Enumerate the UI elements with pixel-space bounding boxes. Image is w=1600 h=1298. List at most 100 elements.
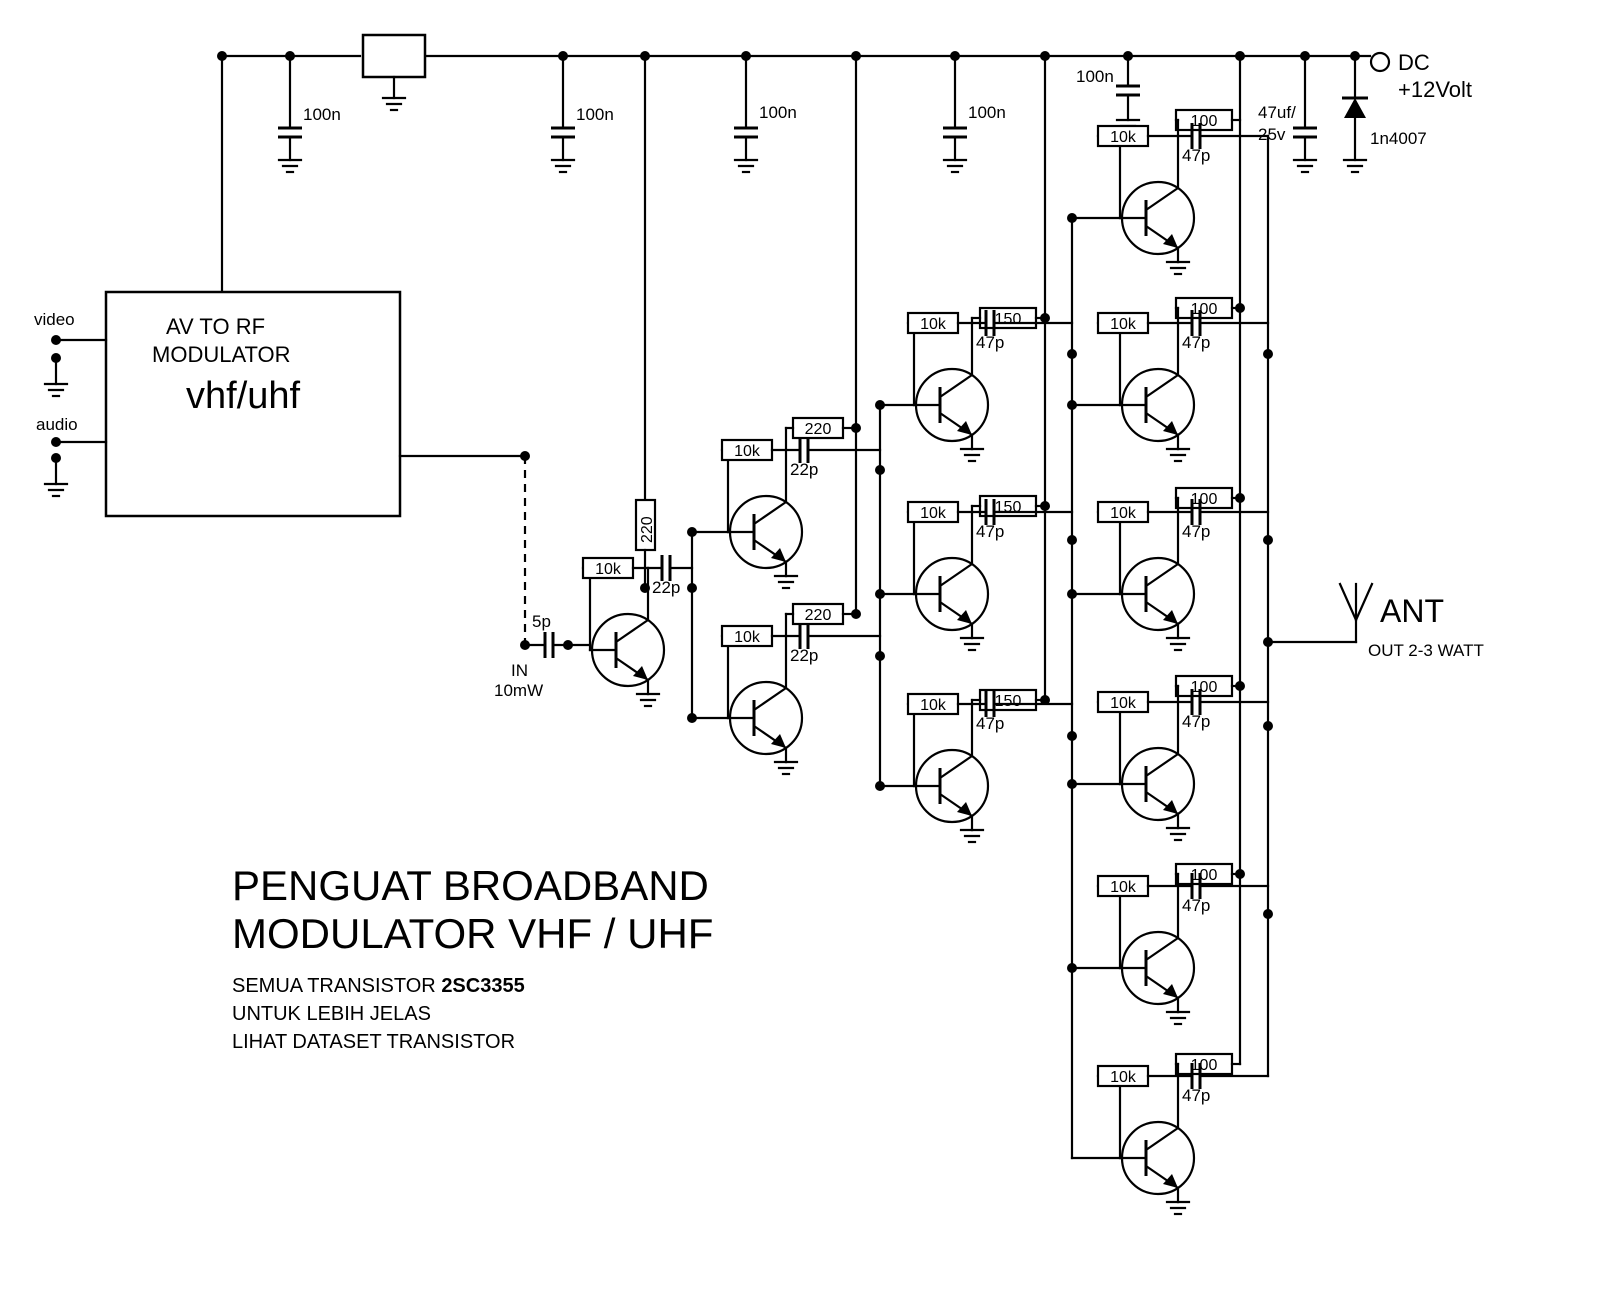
input-power: 10mW	[494, 681, 543, 700]
collector-resistor-150: 150	[978, 306, 1038, 330]
junction-dot	[1123, 51, 1133, 61]
emitter-arrow	[1163, 421, 1178, 435]
resistor-value: 10k	[1110, 879, 1137, 896]
feedback-resistor-10k: 10k	[1096, 311, 1150, 335]
stage-4-transistor-2: 10k 47p	[1096, 310, 1210, 463]
audio-input: audio	[36, 415, 108, 498]
junction-dot	[851, 423, 861, 433]
resistor-value: 220	[805, 421, 832, 438]
coupling-cap-value: 22p	[790, 646, 818, 665]
resistor-value: 10k	[595, 561, 622, 578]
coupling-cap-value: 47p	[1182, 712, 1210, 731]
junction-dot	[851, 609, 861, 619]
collector-resistor-220: 220	[791, 416, 845, 440]
feedback-resistor-10k: 10k	[1096, 874, 1150, 898]
resistor-value: 150	[995, 693, 1022, 710]
collector-resistor-150: 150	[978, 688, 1038, 712]
junction-dot	[51, 335, 61, 345]
decoupling-cap-4: 100n	[942, 54, 1006, 174]
emitter-arrow	[771, 734, 786, 748]
collector-resistor-220: 220	[791, 602, 845, 626]
resistor-value: 100	[1191, 867, 1218, 884]
resistor-value: 10k	[734, 629, 761, 646]
junction-dot	[1235, 681, 1245, 691]
emitter-arrow	[1163, 610, 1178, 624]
coupling-cap-value: 47p	[1182, 333, 1210, 352]
resistor-value: 150	[995, 311, 1022, 328]
junction-dot	[741, 51, 751, 61]
coupling-cap-value: 22p	[790, 460, 818, 479]
collector-resistor-100: 100	[1174, 674, 1234, 698]
resistor-value: 10k	[920, 505, 947, 522]
emitter-arrow	[633, 666, 648, 680]
feedback-resistor-10k: 10k	[581, 556, 635, 580]
collector-resistor-100: 100	[1174, 1052, 1234, 1076]
junction-dot	[875, 651, 885, 661]
junction-dot	[1235, 303, 1245, 313]
decoupling-cap-3: 100n	[733, 54, 797, 174]
stage-3b-transistor: 10k 47p	[906, 499, 1004, 652]
emitter-arrow	[1163, 234, 1178, 248]
resistor-value: 10k	[1110, 316, 1137, 333]
coupling-cap-value: 47p	[1182, 522, 1210, 541]
junction-dot	[1350, 51, 1360, 61]
resistor-value: 10k	[734, 443, 761, 460]
emitter-arrow	[771, 548, 786, 562]
junction-dot	[687, 583, 697, 593]
resistor-value: 100	[1191, 679, 1218, 696]
coupling-cap-value: 47p	[976, 522, 1004, 541]
cap-value-100n: 100n	[968, 103, 1006, 122]
cap-value-47uf: 47uf/	[1258, 103, 1296, 122]
resistor-value: 10k	[1110, 695, 1137, 712]
resistor-value: 150	[995, 499, 1022, 516]
video-input: video	[34, 310, 108, 398]
resistor-value: 100	[1191, 1057, 1218, 1074]
stage-4-transistor-3: 10k 47p	[1096, 499, 1210, 652]
modulator-line2: MODULATOR	[152, 342, 291, 367]
junction-dot	[1263, 909, 1273, 919]
junction-dot	[875, 465, 885, 475]
stage-4-transistor-4: 10k 47p	[1096, 689, 1210, 842]
junction-dot	[1040, 695, 1050, 705]
junction-dot	[1067, 400, 1077, 410]
feedback-resistor-10k: 10k	[906, 500, 960, 524]
junction-dot	[51, 453, 61, 463]
resistor-value: 220	[805, 607, 832, 624]
decoupling-cap-2: 100n	[550, 54, 614, 174]
junction-dot	[875, 400, 885, 410]
emitter-arrow	[957, 610, 972, 624]
diode-part: 1n4007	[1370, 129, 1427, 148]
supply-rail: DC +12Volt	[220, 50, 1472, 102]
resistor-value: 10k	[920, 697, 947, 714]
cap-value-100n: 100n	[759, 103, 797, 122]
resistor-value: 100	[1191, 113, 1218, 130]
junction-dot	[1235, 869, 1245, 879]
junction-dot	[1067, 349, 1077, 359]
junction-dot	[558, 51, 568, 61]
junction-dot	[1300, 51, 1310, 61]
cap-voltage-25v: 25v	[1258, 125, 1286, 144]
note-line-1: SEMUA TRANSISTOR 2SC3355	[232, 972, 713, 1000]
junction-dot	[1067, 213, 1077, 223]
note-line-2: UNTUK LEBIH JELAS	[232, 1003, 431, 1025]
resistor-value: 10k	[920, 316, 947, 333]
cap-value-100n: 100n	[303, 105, 341, 124]
cap-value-100n: 100n	[1076, 67, 1114, 86]
junction-dot	[1235, 493, 1245, 503]
junction-dot	[1263, 535, 1273, 545]
antenna-output-power: OUT 2-3 WATT	[1368, 641, 1484, 660]
junction-dot	[1067, 535, 1077, 545]
junction-dot	[851, 51, 861, 61]
stage-2a-transistor: 10k 22p	[720, 437, 818, 590]
protection-diode: 1n4007	[1342, 54, 1427, 174]
junction-dot	[1067, 963, 1077, 973]
junction-dot	[1263, 637, 1273, 647]
resistor-value: 100	[1191, 301, 1218, 318]
coupling-cap-value: 47p	[1182, 146, 1210, 165]
resistor-value: 10k	[1110, 505, 1137, 522]
